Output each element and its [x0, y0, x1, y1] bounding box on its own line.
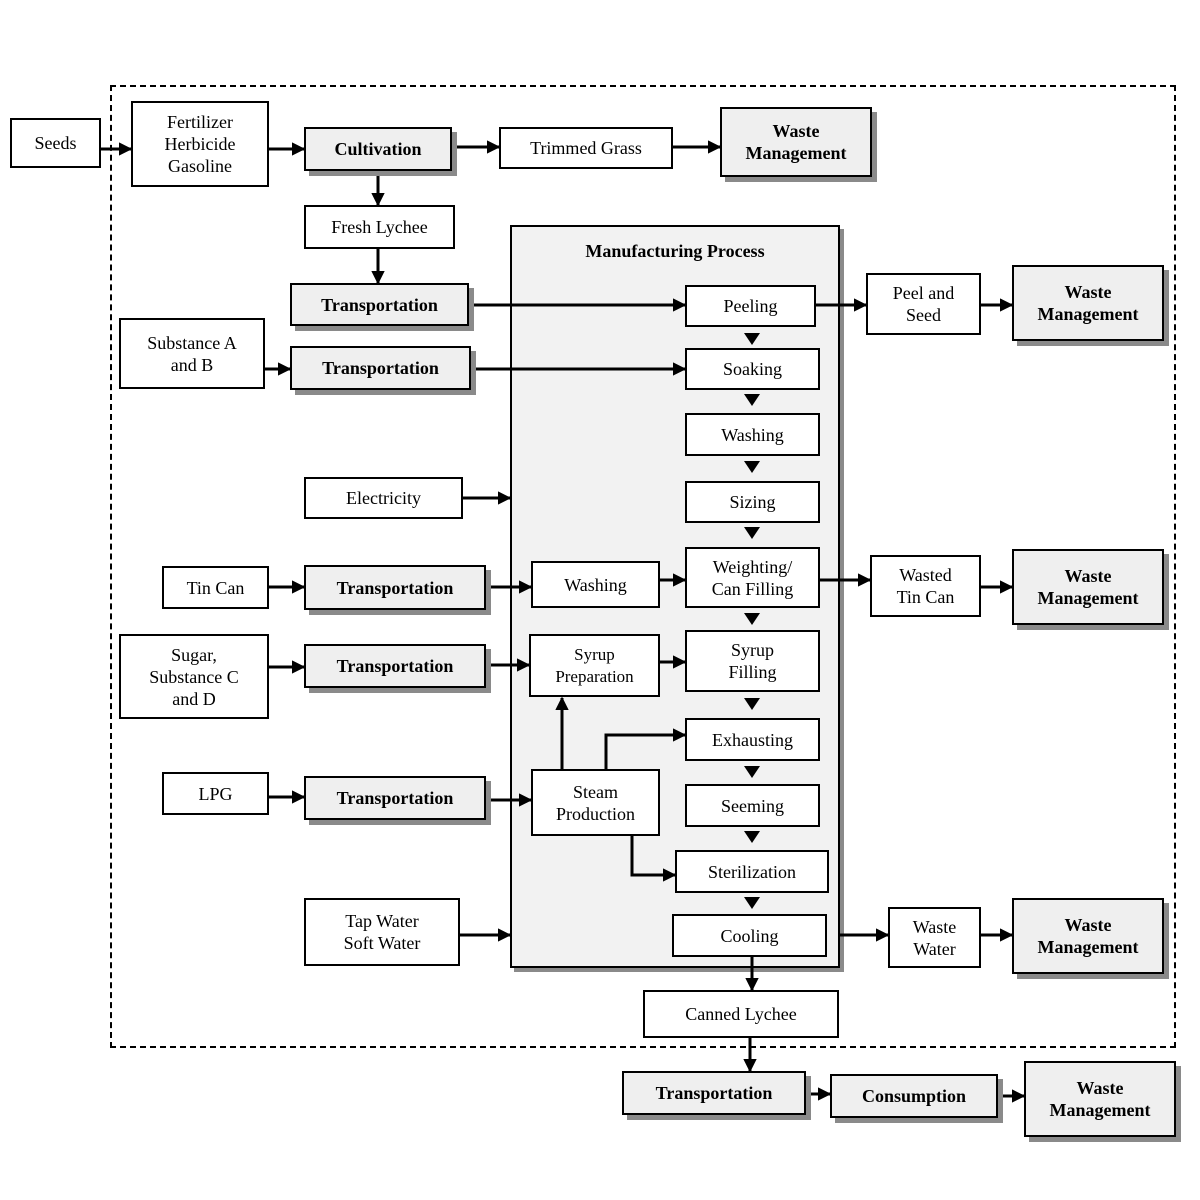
transportation-5-box: Transportation: [304, 776, 486, 820]
waste-water-box: Waste Water: [888, 907, 981, 968]
fresh-lychee-box: Fresh Lychee: [304, 205, 455, 249]
syrup-preparation-box: Syrup Preparation: [529, 634, 660, 697]
manufacturing-process-title: Manufacturing Process: [585, 241, 765, 261]
transportation-3-box: Transportation: [304, 565, 486, 610]
triangle-sterilization-cooling: [744, 897, 760, 909]
exhausting-box: Exhausting: [685, 718, 820, 761]
cultivation-box: Cultivation: [304, 127, 452, 171]
triangle-exhausting-seeming: [744, 766, 760, 778]
sterilization-box: Sterilization: [675, 850, 829, 893]
electricity-box: Electricity: [304, 477, 463, 519]
triangle-weighting-syrup: [744, 613, 760, 625]
canned-lychee-box: Canned Lychee: [643, 990, 839, 1038]
sugar-substance-c-d-box: Sugar, Substance C and D: [119, 634, 269, 719]
wasted-tin-can-box: Wasted Tin Can: [870, 555, 981, 617]
consumption-box: Consumption: [830, 1074, 998, 1118]
soaking-box: Soaking: [685, 348, 820, 390]
washing-1-box: Washing: [685, 413, 820, 456]
syrup-filling-box: Syrup Filling: [685, 630, 820, 692]
sizing-box: Sizing: [685, 481, 820, 523]
seeming-box: Seeming: [685, 784, 820, 827]
peel-and-seed-box: Peel and Seed: [866, 273, 981, 335]
arrow-steam-to-sterilization: [630, 836, 677, 882]
steam-production-box: Steam Production: [531, 769, 660, 836]
peeling-box: Peeling: [685, 285, 816, 327]
waste-management-3-box: Waste Management: [1012, 549, 1164, 625]
triangle-washing-sizing: [744, 461, 760, 473]
fertilizer-herbicide-gasoline-box: Fertilizer Herbicide Gasoline: [131, 101, 269, 187]
triangle-seeming-sterilization: [744, 831, 760, 843]
waste-management-4-box: Waste Management: [1012, 898, 1164, 974]
system-boundary: [110, 85, 1176, 1048]
transportation-2-box: Transportation: [290, 346, 471, 390]
waste-management-2-box: Waste Management: [1012, 265, 1164, 341]
transportation-1-box: Transportation: [290, 283, 469, 326]
tap-soft-water-box: Tap Water Soft Water: [304, 898, 460, 966]
transportation-4-box: Transportation: [304, 644, 486, 688]
substance-a-b-box: Substance A and B: [119, 318, 265, 389]
lpg-box: LPG: [162, 772, 269, 815]
tin-can-box: Tin Can: [162, 566, 269, 609]
trimmed-grass-box: Trimmed Grass: [499, 127, 673, 169]
triangle-peeling-soaking: [744, 333, 760, 345]
process-step-triangles: [744, 333, 760, 909]
washing-2-box: Washing: [531, 561, 660, 608]
cooling-box: Cooling: [672, 914, 827, 957]
seeds-box: Seeds: [10, 118, 101, 168]
arrow-steam-to-exhausting: [604, 728, 687, 769]
triangle-syrup-exhausting: [744, 698, 760, 710]
triangle-sizing-weighting: [744, 527, 760, 539]
waste-management-1-box: Waste Management: [720, 107, 872, 177]
triangle-soaking-washing: [744, 394, 760, 406]
waste-management-5-box: Waste Management: [1024, 1061, 1176, 1137]
weighting-can-filling-box: Weighting/ Can Filling: [685, 547, 820, 608]
transportation-6-box: Transportation: [622, 1071, 806, 1115]
